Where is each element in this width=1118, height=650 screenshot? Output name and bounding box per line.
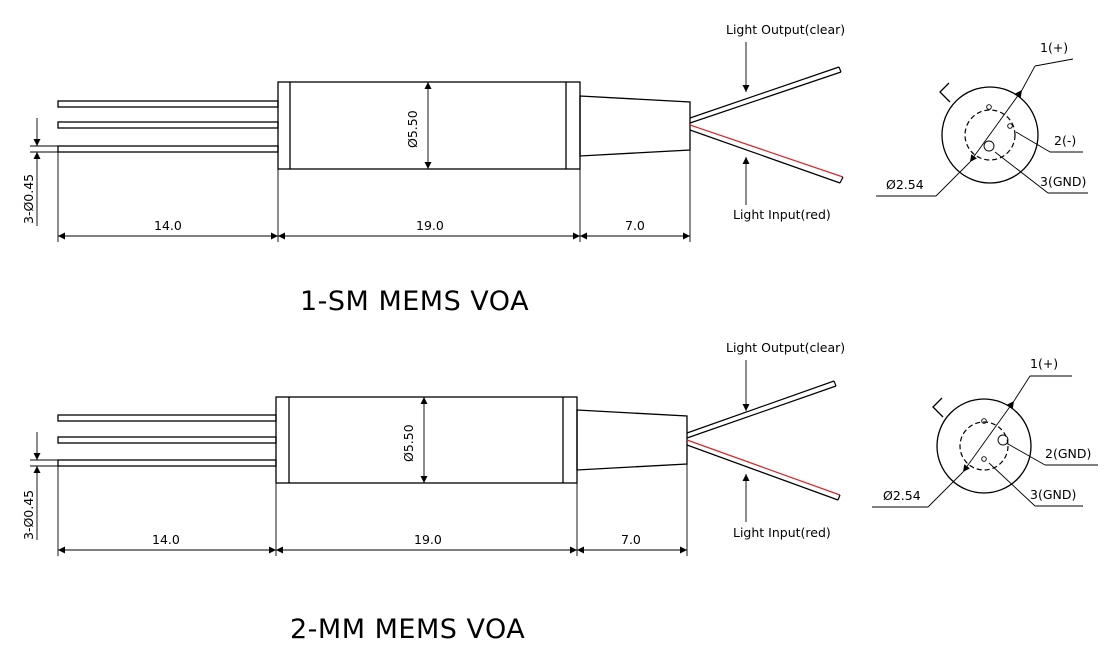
- pin-leads: [57, 100, 279, 153]
- length-dimensions: [57, 464, 688, 556]
- pin-2-label: 2(-): [1054, 133, 1076, 148]
- light-input-label: Light Input(red): [733, 207, 831, 222]
- body-diameter-label: Ø5.50: [405, 110, 420, 148]
- body-diameter-label: Ø5.50: [401, 424, 416, 462]
- fiber-boot: [579, 95, 691, 157]
- pin-circle-diameter-label: Ø2.54: [886, 177, 924, 192]
- output-fiber: [689, 66, 842, 124]
- length-dimensions: [57, 150, 691, 242]
- light-output-label: Light Output(clear): [726, 22, 845, 37]
- diagram-title: 1-SM MEMS VOA: [300, 286, 529, 317]
- fiber-boot: [576, 409, 688, 471]
- pin-3-label: 3(GND): [1030, 487, 1076, 502]
- device-body: [275, 396, 578, 484]
- boot-length-label: 7.0: [625, 218, 645, 233]
- body-length-label: 19.0: [414, 532, 442, 547]
- pin-1-label: 1(+): [1040, 40, 1068, 55]
- pinout-view: [876, 58, 1088, 197]
- voa-drawing-mm: Light Output(clear) Light Input(red) Ø5.…: [21, 340, 1098, 645]
- pin-diameter-label: 3-Ø0.45: [21, 174, 36, 224]
- pin-diameter-dimension: [30, 118, 58, 226]
- pin-2-label: 2(GND): [1045, 446, 1091, 461]
- pin-diameter-label: 3-Ø0.45: [21, 490, 36, 540]
- light-output-label: Light Output(clear): [726, 340, 845, 355]
- pin-length-label: 14.0: [152, 532, 180, 547]
- input-fiber: [686, 439, 841, 501]
- pin-circle-diameter-label: Ø2.54: [883, 488, 921, 503]
- input-fiber: [689, 124, 844, 184]
- pin-leads: [57, 414, 277, 467]
- light-input-label: Light Input(red): [733, 525, 831, 540]
- pinout-view: [872, 375, 1098, 508]
- output-fiber: [686, 380, 837, 439]
- pin-1-label: 1(+): [1030, 356, 1058, 371]
- pin-length-label: 14.0: [154, 218, 182, 233]
- voa-drawing-sm: Light Output(clear) Light Input(red) Ø5.…: [21, 22, 1088, 317]
- diagram-title: 2-MM MEMS VOA: [290, 614, 525, 645]
- pin-diameter-dimension: [30, 432, 58, 540]
- boot-length-label: 7.0: [621, 532, 641, 547]
- body-length-label: 19.0: [416, 218, 444, 233]
- device-body: [277, 81, 581, 170]
- pin-3-label: 3(GND): [1040, 174, 1086, 189]
